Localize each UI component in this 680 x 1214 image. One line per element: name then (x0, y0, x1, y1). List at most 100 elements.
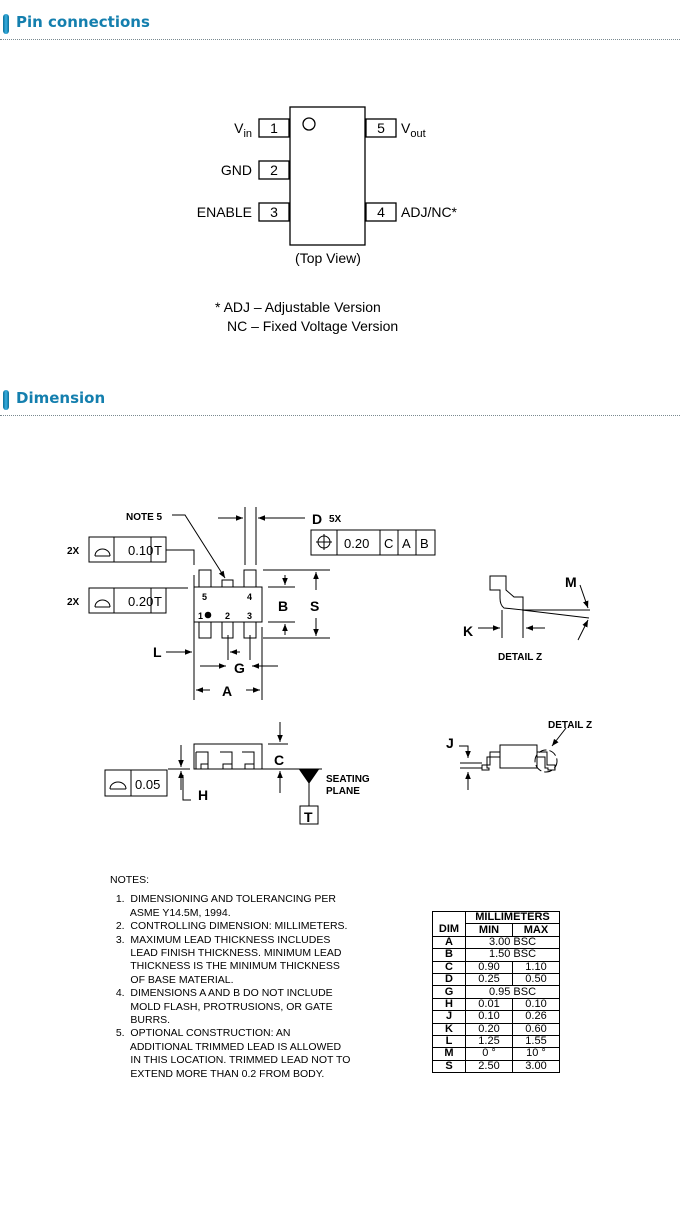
pin-1-number: 1 (270, 120, 278, 136)
dim-cell: J (432, 1010, 466, 1024)
pin-4-label: ADJ/NC* (401, 204, 458, 220)
max-cell: 0.26 (512, 1010, 560, 1024)
section-header-pin-connections: Pin connections (0, 12, 680, 42)
max-cell: 1.10 (512, 960, 560, 974)
note-line: 5. OPTIONAL CONSTRUCTION: AN (110, 1027, 291, 1040)
note-line: LEAD FINISH THICKNESS. MINIMUM LEAD (110, 947, 342, 960)
dim-cell: L (432, 1034, 466, 1049)
drawing-label: 5X (329, 514, 342, 525)
drawing-label: 2X (67, 546, 80, 557)
note-line: BURRS. (110, 1014, 171, 1027)
package-drawing: 5 4 1 2 3 0.10 T 0.20 T 0.20 C A B 2X 2X… (67, 507, 592, 825)
section-title: Dimension (16, 389, 106, 407)
dim-cell: S (432, 1059, 466, 1074)
pin-1-pad (258, 118, 290, 138)
section-bar-icon (3, 14, 9, 34)
dim-cell: A (432, 935, 466, 950)
pin-5-pad (365, 118, 397, 138)
drawing-label: T (154, 594, 162, 609)
drawing-label: J (446, 735, 454, 751)
section-title: Pin connections (16, 13, 150, 31)
footnote-adj: * ADJ – Adjustable Version (215, 299, 381, 315)
profile-tolerance-box-1 (88, 536, 195, 565)
note-line: 2. CONTROLLING DIMENSION: MILLIMETERS. (110, 920, 348, 933)
lead-4 (243, 569, 257, 588)
drawing-label: 2X (67, 597, 80, 608)
bsc-cell: 0.95 BSC (465, 985, 560, 999)
drawing-label: DETAIL Z (548, 720, 592, 731)
pinout-diagram: 1 2 3 5 4 Vin GND ENABLE Vout ADJ/NC* (T… (197, 106, 458, 334)
drawing-label: V (401, 120, 411, 136)
note-line: THICKNESS IS THE MINIMUM THICKNESS (110, 960, 340, 973)
pin1-dot-icon (204, 611, 212, 619)
dim-cell: H (432, 997, 466, 1012)
position-tolerance-box (310, 529, 436, 556)
min-cell: 0 ° (465, 1047, 513, 1061)
drawing-label: C (384, 536, 393, 551)
note-line: ADDITIONAL TRIMMED LEAD IS ALLOWED (110, 1040, 342, 1053)
min-cell: 0.90 (465, 960, 513, 974)
lead-5 (198, 569, 212, 588)
min-cell: 2.50 (465, 1059, 513, 1074)
max-cell: 3.00 (512, 1059, 560, 1074)
drawing-label: 0.05 (135, 777, 160, 792)
pin-2-number: 2 (270, 162, 278, 178)
pin-3-label: ENABLE (197, 204, 252, 220)
max-cell: 10 ° (512, 1047, 560, 1061)
min-cell: 0.01 (465, 997, 513, 1012)
min-cell: 1.25 (465, 1034, 513, 1049)
drawing-label: G (234, 660, 245, 676)
drawing-label: K (463, 623, 473, 639)
pin-3-number: 3 (270, 204, 278, 220)
bsc-cell: 1.50 BSC (465, 948, 560, 962)
pin-5-number: 5 (377, 120, 385, 136)
pin-1-label: Vin (234, 120, 252, 140)
divider (0, 415, 680, 416)
drawing-label: out (410, 128, 425, 140)
drawing-label: 4 (247, 592, 252, 602)
note-line: 3. MAXIMUM LEAD THICKNESS INCLUDES (110, 933, 331, 946)
drawing-label: T (304, 809, 313, 825)
profile-tolerance-box-3 (104, 769, 168, 797)
min-cell: 0.25 (465, 972, 513, 987)
detail-z-drawing (478, 575, 590, 641)
drawing-label: 5 (202, 592, 207, 602)
dim-cell: B (432, 948, 466, 962)
lead-1 (198, 621, 212, 639)
drawing-label: SEATING (326, 774, 370, 785)
drawing-label: 3 (247, 611, 252, 621)
drawing-label: 0.10 (128, 543, 153, 558)
trimmed-lead (221, 579, 234, 588)
drawing-label: B (420, 536, 429, 551)
drawing-label: B (278, 598, 288, 614)
notes-block: NOTES: 1. DIMENSIONING AND TOLERANCING P… (110, 874, 350, 1081)
package-side-view (104, 722, 322, 825)
drawing-label: C (274, 752, 284, 768)
pin1-marker-icon (302, 117, 316, 131)
drawing-label: L (153, 644, 162, 660)
package-end-view (459, 727, 567, 790)
dim-cell: M (432, 1047, 466, 1061)
drawing-label: 0.20 (344, 536, 369, 551)
drawing-label: T (154, 543, 162, 558)
drawing-label: 1 (198, 611, 203, 621)
max-cell: 0.10 (512, 997, 560, 1012)
note-line: IN THIS LOCATION. TRIMMED LEAD NOT TO (110, 1054, 351, 1067)
note5-label: NOTE 5 (126, 512, 163, 523)
pin-3-pad (258, 202, 290, 222)
note-line: 1. DIMENSIONING AND TOLERANCING PER (110, 893, 336, 906)
note-line: 4. DIMENSIONS A AND B DO NOT INCLUDE (110, 987, 333, 1000)
pin-2-pad (258, 160, 290, 180)
pin-5-label: Vout (401, 120, 426, 140)
profile-tolerance-box-2 (88, 587, 188, 614)
min-cell: 0.10 (465, 1010, 513, 1024)
